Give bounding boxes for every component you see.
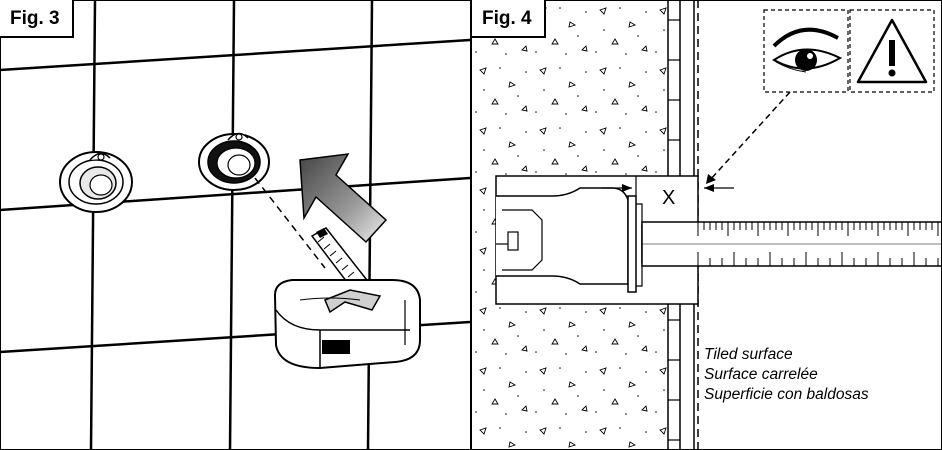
figure-4-illustration: X [472, 0, 942, 450]
insert-arrow [299, 153, 388, 244]
tape-measure-scale [641, 221, 942, 267]
wall-flange-left [59, 151, 133, 213]
dimension-x: X [602, 176, 734, 209]
caption-french: Surface carrelée [704, 366, 818, 383]
surface-caption: Tiled surface Surface carrelée Superfici… [704, 345, 869, 405]
caption-spanish: Superficie con baldosas [704, 386, 869, 403]
figure-3-label: Fig. 3 [0, 0, 74, 38]
wall-flange-right [198, 132, 270, 191]
figure-4-panel: X Fig. 4 Tiled surface Surface carrelée … [472, 0, 942, 450]
caption-english: Tiled surface [704, 346, 793, 363]
tape-measure-blade [310, 227, 372, 296]
tile-grid [0, 0, 470, 450]
warning-triangle-icon [849, 9, 935, 93]
eye-icon [763, 9, 849, 93]
inspection-leader [709, 91, 791, 181]
panel-divider [470, 0, 472, 450]
dimension-x-label: X [662, 187, 675, 209]
tape-measure-body [273, 279, 421, 370]
figure-4-label: Fig. 4 [472, 0, 546, 38]
figure-3-illustration [0, 0, 470, 450]
figure-3-panel: Fig. 3 [0, 0, 470, 450]
